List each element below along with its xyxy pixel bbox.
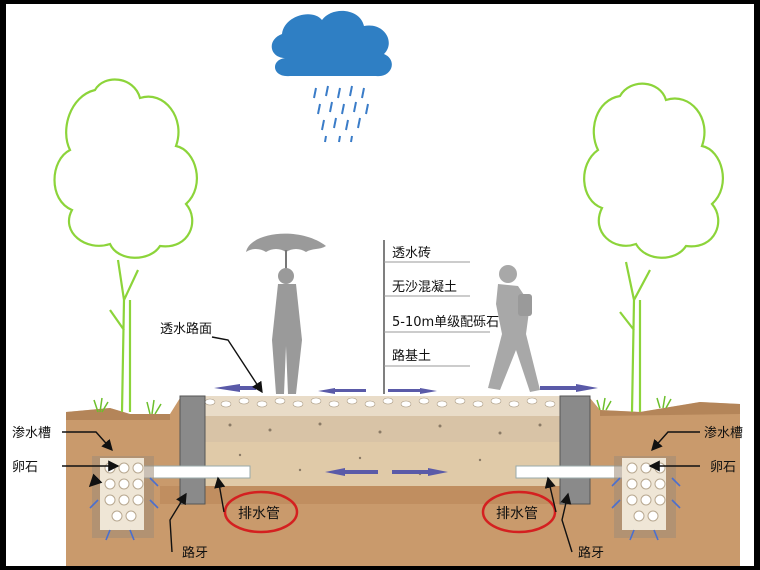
rain-drops-icon <box>313 85 369 143</box>
curb-left-block <box>179 395 206 505</box>
label-drain-pipe-left: 排水管 <box>238 506 280 522</box>
person-with-umbrella-icon <box>246 233 326 394</box>
leader-drain-pipe-left <box>214 476 226 513</box>
label-cobble-right: 卵石 <box>710 460 736 475</box>
tree-right-icon <box>583 82 724 413</box>
seepage-trench-right <box>611 456 681 541</box>
leader-curb-right <box>560 492 573 553</box>
drain-pipe-left <box>139 465 251 479</box>
leader-curb-left <box>169 492 187 553</box>
label-seepage-trench-left: 渗水槽 <box>12 426 51 441</box>
label-layer-concrete: 无沙混凝土 <box>392 279 457 295</box>
label-layer-subgrade: 路基土 <box>392 348 431 364</box>
leader-seepage-trench-left <box>62 431 113 452</box>
rain-cloud-icon <box>271 10 392 77</box>
grass-left <box>93 397 162 415</box>
layer-gravel <box>205 442 560 486</box>
pavement-structure <box>139 395 633 505</box>
label-curb-left: 路牙 <box>182 545 208 561</box>
ground-topsoil-right <box>600 402 740 416</box>
label-layer-brick: 透水砖 <box>392 246 431 261</box>
label-curb-right: 路牙 <box>578 545 604 561</box>
flow-arrows <box>214 384 598 476</box>
leader-drain-pipe-right <box>544 476 557 513</box>
drain-pipe-left-highlight <box>223 490 299 534</box>
leader-seepage-trench-right <box>651 431 700 452</box>
label-layer-gravel: 5-10m单级配砾石 <box>392 315 499 330</box>
label-seepage-trench-right: 渗水槽 <box>704 426 743 441</box>
grass-right <box>596 395 672 411</box>
label-drain-pipe-right: 排水管 <box>496 506 538 522</box>
ground-topsoil-left <box>66 408 170 420</box>
label-cobble-left: 卵石 <box>12 460 38 475</box>
drain-pipe-right-highlight <box>481 490 557 534</box>
curb-right-block <box>559 395 591 505</box>
tree-left-icon <box>53 78 198 413</box>
leader-permeable-surface <box>211 336 263 394</box>
seepage-trench-left <box>88 456 159 541</box>
walking-person-icon <box>488 265 540 392</box>
label-permeable-surface: 透水路面 <box>160 321 212 337</box>
layer-subgrade <box>160 486 590 504</box>
layer-no-sand-concrete <box>205 416 560 442</box>
